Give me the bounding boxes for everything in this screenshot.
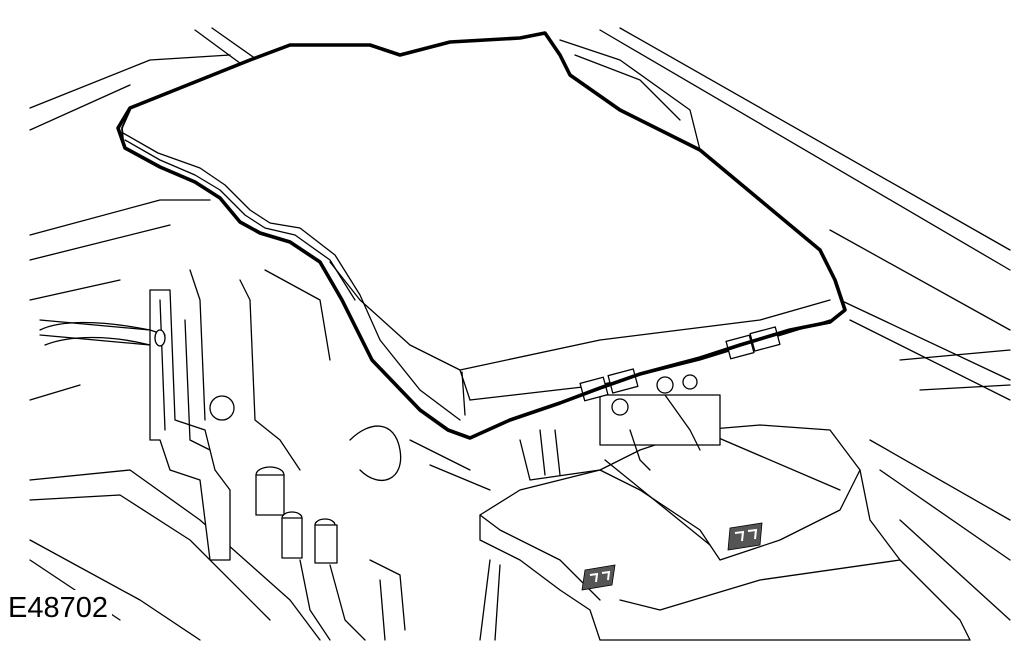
battery-cover xyxy=(479,424,971,641)
fuse-box-cover xyxy=(116,31,847,440)
body-panel-lines xyxy=(29,27,1011,641)
connector-assembly xyxy=(255,425,601,641)
support-bracket xyxy=(149,269,331,561)
terminals xyxy=(599,374,721,471)
hose xyxy=(39,319,166,347)
figure-reference-code: E48702 xyxy=(8,590,112,628)
